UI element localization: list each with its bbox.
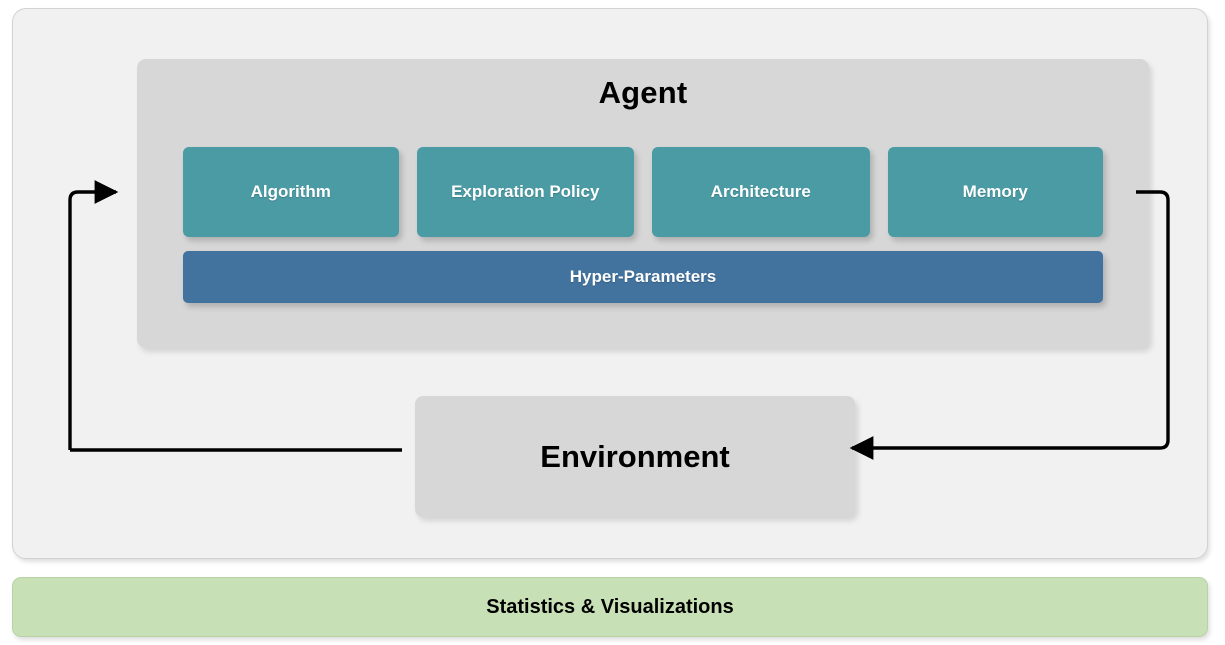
environment-label: Environment [540, 438, 730, 474]
agent-title: Agent [598, 75, 688, 110]
hyper-parameters-label: Hyper-Parameters [569, 267, 717, 286]
agent-container[interactable]: Agent Algorithm Exploration Policy Archi… [137, 59, 1149, 348]
agent-component-exploration-policy[interactable]: Exploration Policy [416, 147, 634, 237]
statistics-visualizations-bar[interactable]: Statistics & Visualizations [12, 577, 1208, 637]
agent-component-memory-label: Memory [962, 182, 1028, 201]
agent-component-memory[interactable]: Memory [887, 147, 1103, 237]
hyper-parameters-bar[interactable]: Hyper-Parameters [183, 251, 1103, 303]
agent-component-algorithm[interactable]: Algorithm [183, 147, 399, 237]
agent-component-architecture[interactable]: Architecture [652, 147, 870, 237]
system-panel: Agent Algorithm Exploration Policy Archi… [12, 8, 1208, 559]
agent-component-exploration-policy-label: Exploration Policy [451, 182, 600, 201]
statistics-visualizations-label: Statistics & Visualizations [486, 595, 734, 618]
agent-component-row: Algorithm Exploration Policy Architectur… [183, 147, 1103, 237]
agent-component-architecture-label: Architecture [710, 182, 811, 201]
agent-component-algorithm-label: Algorithm [250, 182, 331, 201]
environment-container[interactable]: Environment [415, 396, 855, 517]
